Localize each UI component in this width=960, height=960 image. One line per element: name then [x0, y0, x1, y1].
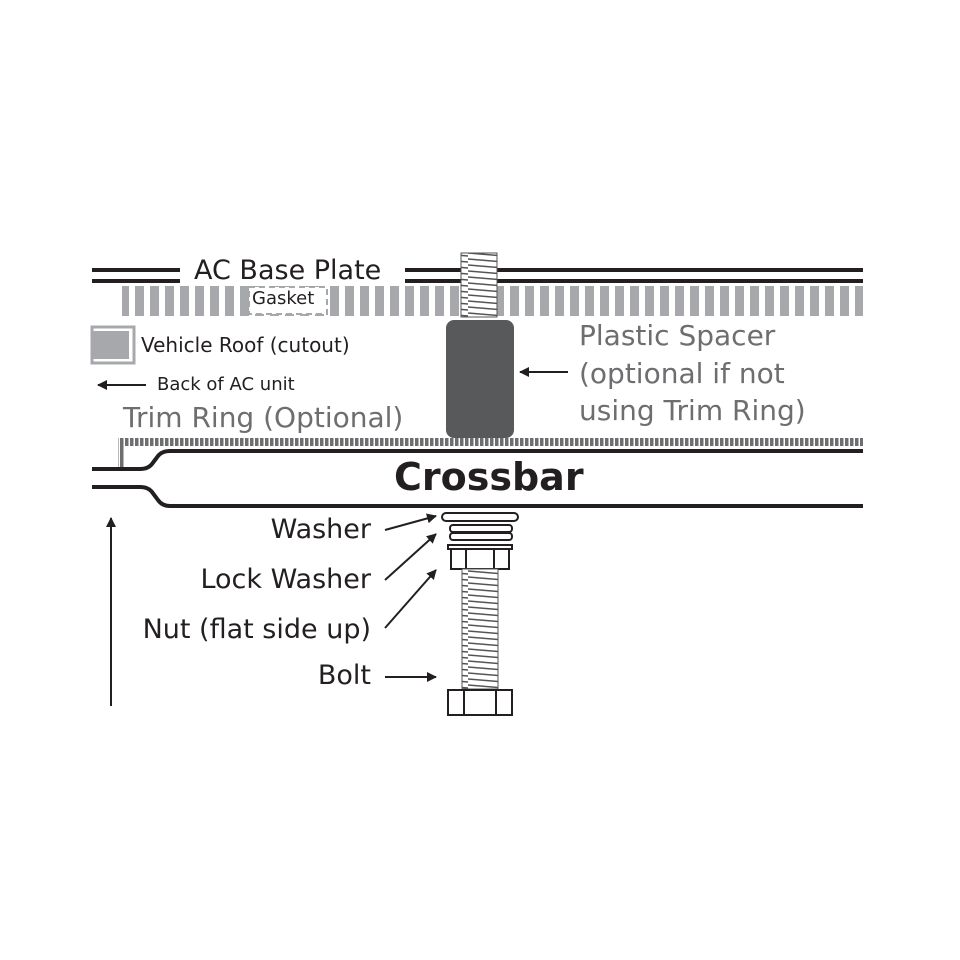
trim-ring-label: Trim Ring (Optional) [123, 401, 404, 434]
lock-washer [449, 524, 513, 541]
plastic-spacer-label-2: (optional if not [579, 357, 785, 390]
bolt-top-thread [460, 252, 498, 318]
plastic-spacer-label-3: using Trim Ring) [579, 394, 806, 427]
back-of-ac-label: Back of AC unit [157, 374, 295, 395]
nut-arrow-icon [384, 569, 437, 629]
ac-base-plate-label: AC Base Plate [194, 255, 382, 286]
crossbar [92, 449, 863, 508]
bolt-head [447, 689, 513, 716]
lock-washer-label: Lock Washer [200, 564, 371, 595]
nut-label: Nut (flat side up) [142, 614, 371, 645]
vehicle-roof-label: Vehicle Roof (cutout) [141, 333, 350, 357]
plastic-spacer [446, 320, 514, 438]
bolt-shaft [461, 568, 499, 690]
crossbar-label: Crossbar [394, 455, 584, 499]
washer-arrow-icon [384, 513, 437, 531]
trim-ring [118, 438, 863, 470]
washer [441, 512, 519, 522]
washer-label: Washer [270, 514, 371, 545]
ac-base-plate [92, 268, 863, 283]
gasket-label: Gasket [252, 288, 315, 309]
vehicle-roof-swatch [90, 325, 136, 365]
bolt-label: Bolt [317, 660, 371, 691]
lock-washer-arrow-icon [384, 533, 437, 581]
plastic-spacer-label-1: Plastic Spacer [579, 319, 776, 352]
nut [447, 544, 513, 570]
